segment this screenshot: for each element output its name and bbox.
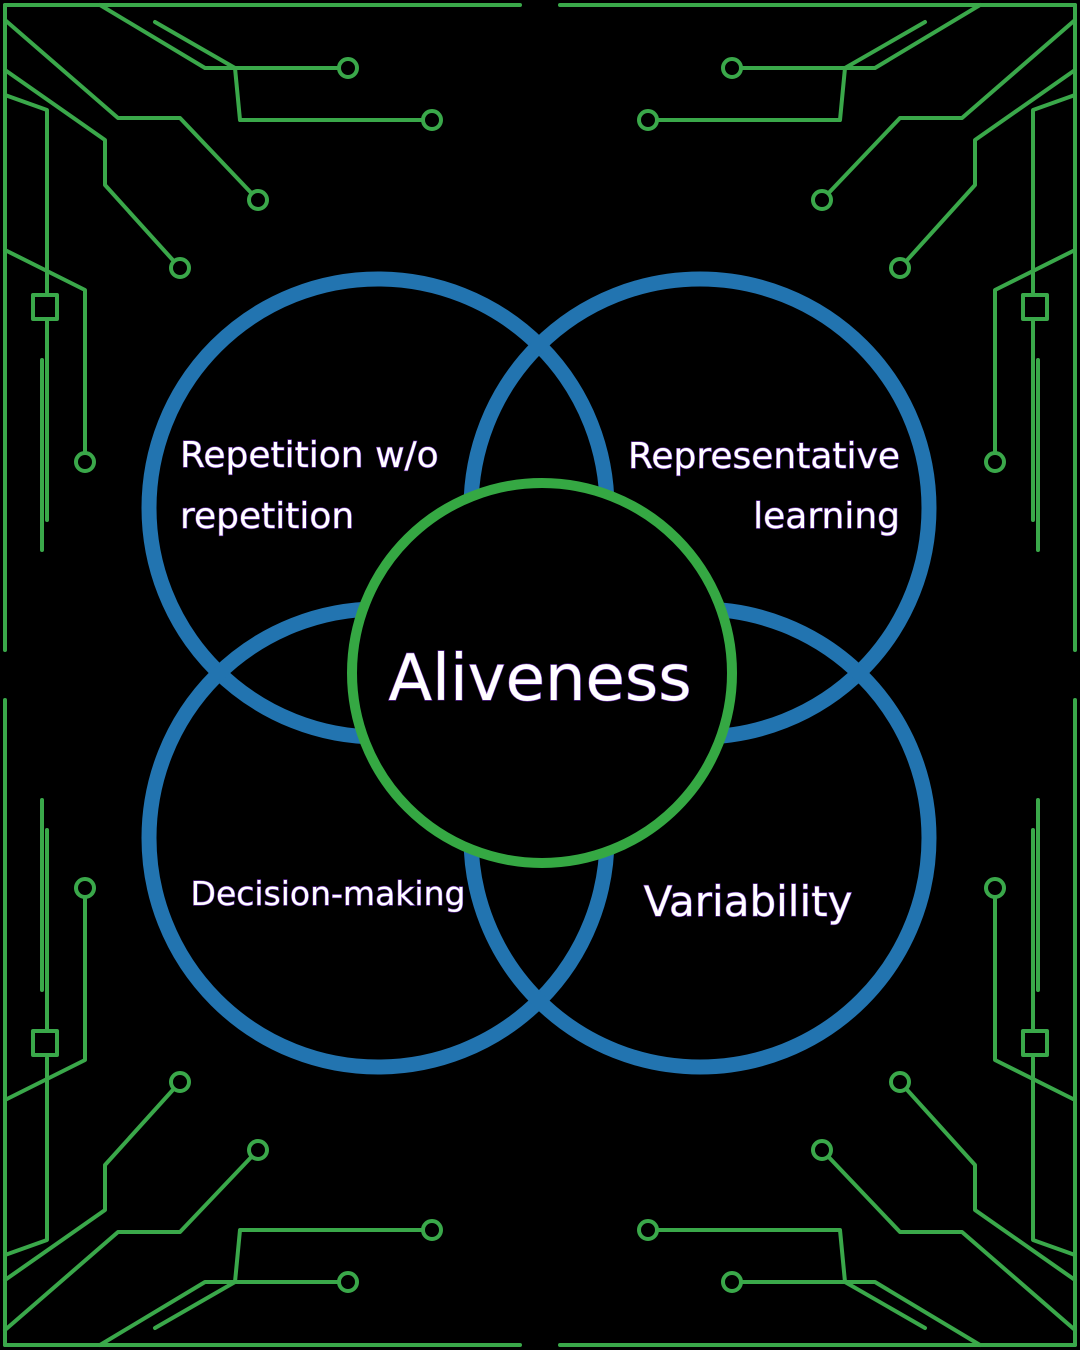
circuit-trace <box>3 886 87 1102</box>
circuit-trace <box>898 68 1077 270</box>
circuit-trace <box>3 18 260 202</box>
circuit-node <box>247 189 269 211</box>
circuit-trace <box>1031 93 1077 294</box>
label-top-right-line2: learning <box>753 496 900 537</box>
circuit-trace <box>993 248 1077 464</box>
circuit-pad <box>1021 1029 1049 1057</box>
label-bottom-right: Variability <box>644 877 853 926</box>
circuit-trace <box>646 20 927 122</box>
circuit-trace <box>3 93 49 294</box>
circuit-node <box>889 1071 911 1093</box>
center-label: Aliveness <box>388 642 691 716</box>
circuit-trace <box>3 68 182 270</box>
circuit-trace <box>98 3 350 70</box>
circuit-node <box>337 57 359 79</box>
circuit-trace <box>730 1280 982 1347</box>
circuit-border <box>3 3 1077 1347</box>
venn-circles <box>141 271 937 1075</box>
circuit-trace <box>3 1080 182 1282</box>
circuit-node <box>169 257 191 279</box>
circuit-trace <box>153 20 434 122</box>
circuit-trace <box>993 886 1077 1102</box>
circuit-trace <box>730 3 982 70</box>
circuit-node <box>984 451 1006 473</box>
circuit-trace <box>3 1056 49 1257</box>
label-top-left-line1: Repetition w/o <box>180 435 439 476</box>
circuit-node <box>637 1219 659 1241</box>
circuit-trace <box>646 1228 927 1330</box>
circuit-node <box>889 257 911 279</box>
circle-center <box>347 478 737 868</box>
circuit-node <box>337 1271 359 1293</box>
label-bottom-left: Decision-making <box>191 874 466 913</box>
circuit-pad <box>31 293 59 321</box>
circuit-node <box>169 1071 191 1093</box>
circuit-trace <box>153 1228 434 1330</box>
circuit-node <box>811 1139 833 1161</box>
circuit-node <box>984 877 1006 899</box>
label-top-left-line2: repetition <box>180 496 354 537</box>
circuit-node <box>421 1219 443 1241</box>
circuit-pad <box>1021 293 1049 321</box>
circuit-node <box>637 109 659 131</box>
circuit-pad <box>31 1029 59 1057</box>
circuit-trace <box>3 1148 260 1332</box>
circuit-node <box>421 109 443 131</box>
circuit-trace <box>1031 1056 1077 1257</box>
circuit-trace <box>820 18 1077 202</box>
circuit-trace <box>898 1080 1077 1282</box>
circuit-node <box>721 57 743 79</box>
circuit-node <box>74 451 96 473</box>
label-top-right-line1: Representative <box>628 436 900 477</box>
circuit-node <box>247 1139 269 1161</box>
circuit-node <box>811 189 833 211</box>
circuit-trace <box>98 1280 350 1347</box>
circuit-trace <box>820 1148 1077 1332</box>
circuit-node <box>721 1271 743 1293</box>
circuit-node <box>74 877 96 899</box>
circuit-trace <box>3 248 87 464</box>
